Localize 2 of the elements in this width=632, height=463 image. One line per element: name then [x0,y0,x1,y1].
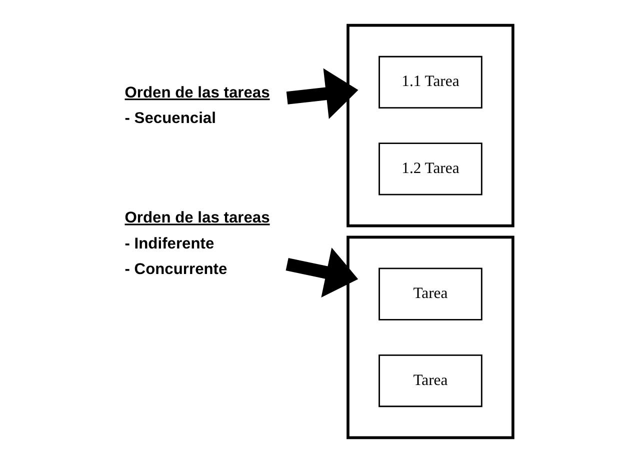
node-text: Orden de las tareas - Indiferente - Concurrente [124,210,270,278]
node-text: Orden de las tareas - Secuencial [124,84,270,128]
